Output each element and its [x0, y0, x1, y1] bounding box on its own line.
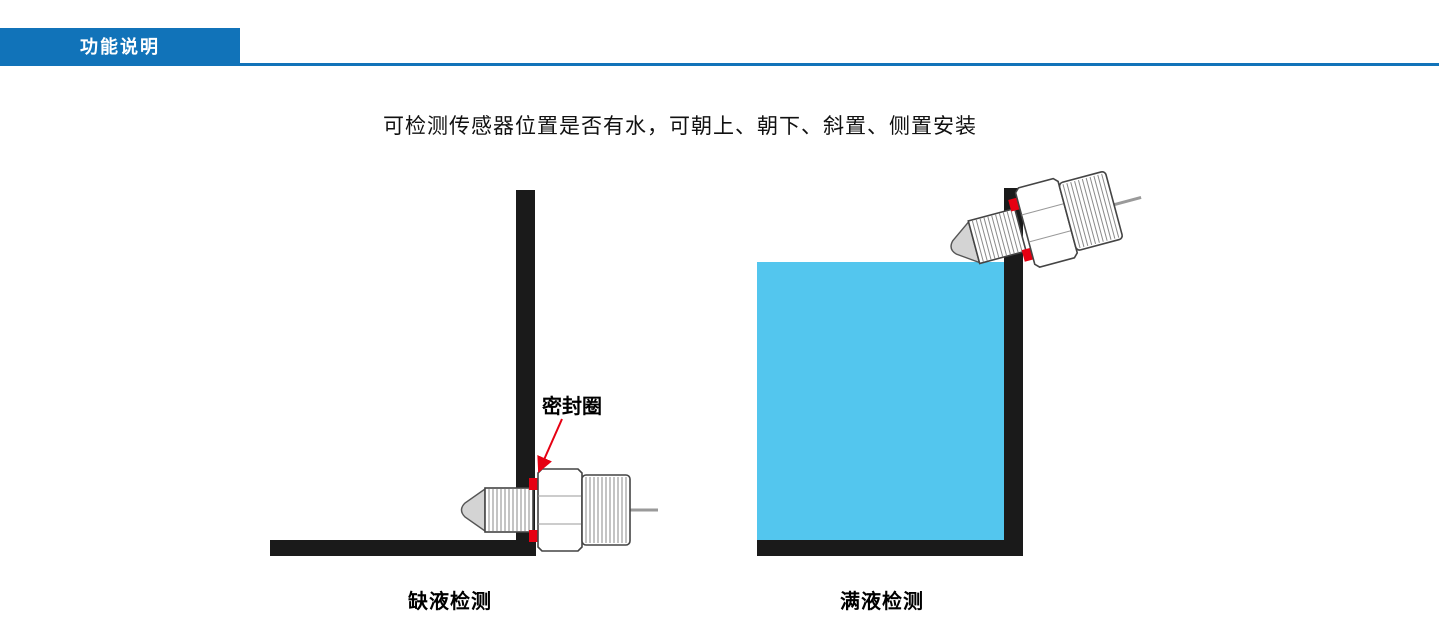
- right-wall: [1004, 188, 1023, 556]
- section-title: 功能说明: [80, 37, 160, 57]
- right-floor: [757, 540, 1023, 556]
- diagram-dry: [270, 190, 660, 556]
- seal-ring-label: 密封圈: [542, 396, 602, 418]
- subtitle: 可检测传感器位置是否有水，可朝上、朝下、斜置、侧置安装: [383, 115, 977, 138]
- caption-full-detection: 满液检测: [840, 591, 924, 613]
- left-floor: [270, 540, 536, 556]
- section-tab: 功能说明: [0, 28, 240, 64]
- diagram-full: [757, 156, 1154, 556]
- header-rule: [0, 63, 1439, 66]
- caption-dry-detection: 缺液检测: [408, 591, 492, 613]
- left-wall: [516, 190, 535, 556]
- liquid-fill: [757, 262, 1004, 543]
- sensor-horizontal: [460, 467, 660, 553]
- seal-pointer-arrow: [537, 418, 563, 473]
